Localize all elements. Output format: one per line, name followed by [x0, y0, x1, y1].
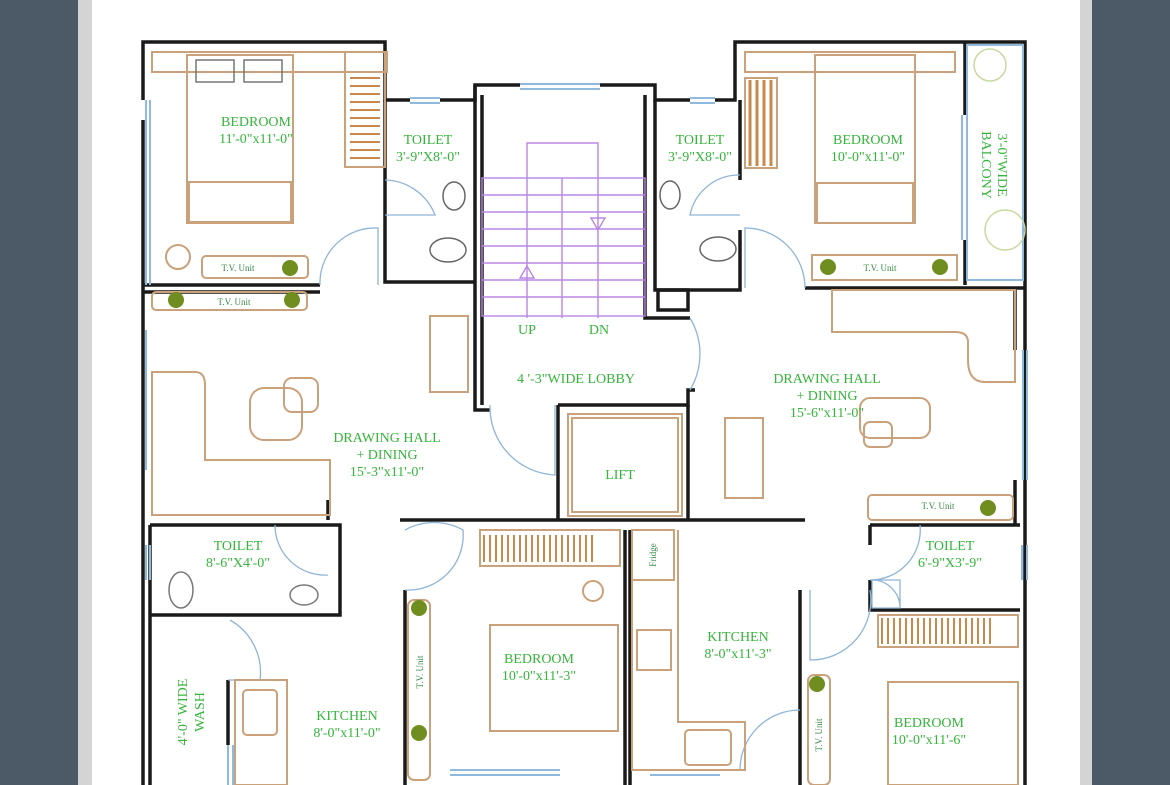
tv-unit-label: T.V. Unit — [415, 655, 425, 688]
drawing-right-name: DRAWING HALL — [773, 372, 880, 387]
plant-icon — [282, 260, 298, 276]
drawing-left-name2: + DINING — [356, 448, 417, 463]
bedroom-bm-size: 10'-0"x11'-3" — [502, 669, 576, 684]
plants — [168, 48, 1026, 741]
wash-name: WASH — [193, 692, 208, 732]
plant-icon — [284, 292, 300, 308]
windows — [145, 44, 1028, 785]
tv-unit-label: T.V. Unit — [222, 263, 255, 273]
kitchen-left-size: 8'-0"x11'-0" — [313, 726, 380, 741]
lift-label: LIFT — [605, 468, 635, 483]
toilet-br-size: 6'-9"X3'-9" — [918, 556, 982, 571]
tv-unit-label: T.V. Unit — [922, 501, 955, 511]
room-labels: BEDROOM 11'-0"x11'-0" TOILET 3'-9"X8'-0"… — [176, 115, 1009, 748]
plant-icon — [820, 259, 836, 275]
up-arrow-icon — [518, 264, 536, 279]
toilet-br-name: TOILET — [926, 539, 975, 554]
tv-unit-label: T.V. Unit — [814, 718, 824, 751]
toilet-tl-name: TOILET — [404, 133, 453, 148]
plant-icon — [168, 292, 184, 308]
stairs-dn: DN — [589, 323, 609, 338]
drawing-left-name: DRAWING HALL — [333, 431, 440, 446]
lobby-label: 4 '-3"WIDE LOBBY — [517, 372, 635, 387]
fridge-label: Fridge — [648, 543, 658, 567]
toilet-bl-size: 8'-6"X4'-0" — [206, 556, 270, 571]
kitchen-right-name: KITCHEN — [707, 630, 768, 645]
stairs-up: UP — [518, 323, 536, 338]
walls — [141, 40, 1027, 785]
fixture-labels: T.V. Unit T.V. Unit T.V. Unit T.V. Unit … — [218, 263, 955, 751]
drawing-right-name2: + DINING — [796, 389, 857, 404]
bedroom-bm-name: BEDROOM — [504, 652, 575, 667]
kitchen-right-size: 8'-0"x11'-3" — [704, 647, 771, 662]
plant-icon — [980, 500, 996, 516]
toilet-tr-name: TOILET — [676, 133, 725, 148]
down-arrow-icon — [589, 217, 607, 232]
bedroom-tl-name: BEDROOM — [221, 115, 292, 130]
tv-unit-label: T.V. Unit — [864, 263, 897, 273]
drawing-left-size: 15'-3"x11'-0" — [350, 465, 424, 480]
toilet-bl-name: TOILET — [214, 539, 263, 554]
bedroom-tr-name: BEDROOM — [833, 133, 904, 148]
doors — [228, 174, 921, 771]
bedroom-br-size: 10'-0"x11'-6" — [892, 733, 966, 748]
toilet-tl-size: 3'-9"X8'-0" — [396, 150, 460, 165]
plant-icon — [411, 725, 427, 741]
tv-unit-label: T.V. Unit — [218, 297, 251, 307]
staircase — [481, 142, 646, 318]
wash-width: 4'-0" WIDE — [176, 679, 191, 746]
furniture — [151, 51, 1019, 785]
balcony-width: 3'-0"WIDE — [994, 133, 1009, 196]
drawing-right-size: 15'-6"x11'-0" — [790, 406, 864, 421]
balcony-name: BALCONY — [978, 131, 993, 199]
toilet-tr-size: 3'-9"X8'-0" — [668, 150, 732, 165]
kitchen-left-name: KITCHEN — [316, 709, 377, 724]
plant-icon — [932, 259, 948, 275]
bedroom-tr-size: 10'-0"x11'-0" — [831, 150, 905, 165]
bedroom-tl-size: 11'-0"x11'-0" — [219, 132, 293, 147]
plant-icon — [411, 600, 427, 616]
plant-icon — [809, 676, 825, 692]
bedroom-br-name: BEDROOM — [894, 716, 965, 731]
